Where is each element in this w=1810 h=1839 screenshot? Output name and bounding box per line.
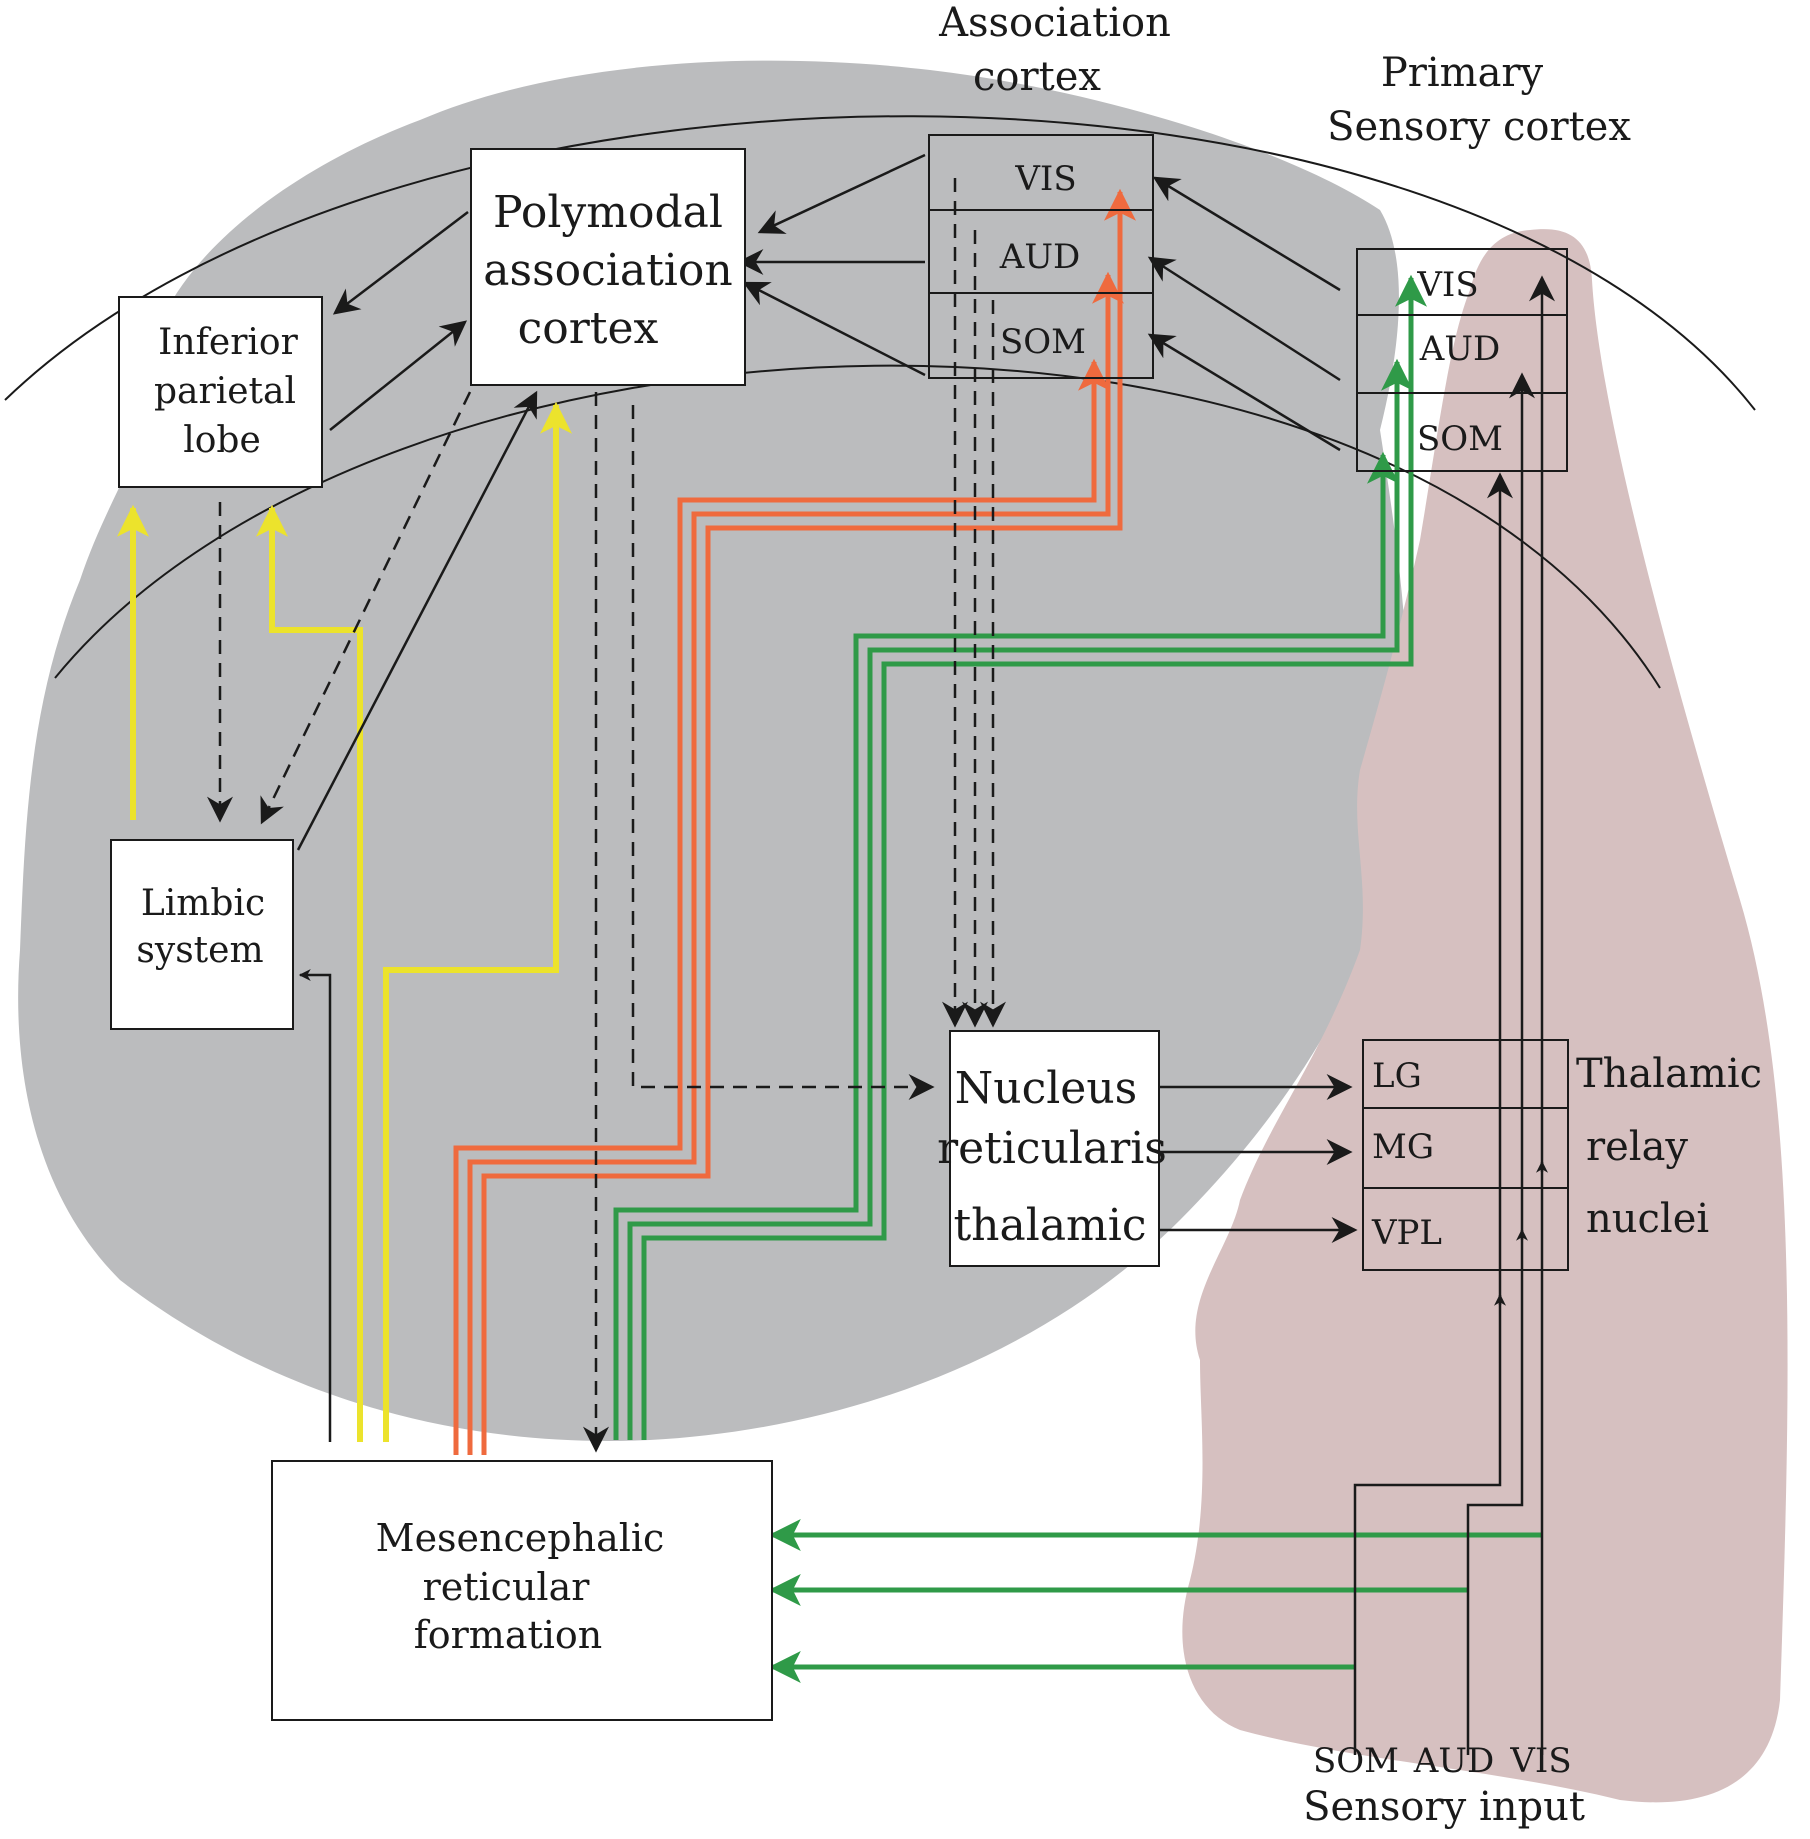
orange-pathways [453, 188, 1136, 1455]
yellow-pathways [117, 401, 572, 1442]
green-path-to-aud [627, 358, 1413, 1440]
inner-cortex-arc [54, 364, 1661, 689]
green-pathways [613, 274, 1542, 1683]
inferior-parietal-line-3: lobe [183, 420, 261, 461]
relay-cell-lg: LG [1372, 1056, 1422, 1096]
relay-label-1: Thalamic [1576, 1051, 1762, 1097]
inferior-parietal-box: Inferior parietal lobe [118, 296, 323, 488]
polymodal-line-2: association [483, 245, 732, 296]
association-cortex-title-2: cortex [973, 54, 1101, 100]
primary-vis-to-assoc-vis [1152, 176, 1341, 292]
assoc-som-to-polymodal [742, 281, 926, 377]
green-path-to-vis [641, 274, 1427, 1440]
primary-cell-vis: VIS [1416, 265, 1478, 305]
relay-label-2: relay [1586, 1124, 1688, 1170]
thalamus-region [1182, 229, 1788, 1803]
assoc-cell-som: SOM [1000, 322, 1086, 362]
nucleus-line-3: thalamic [954, 1200, 1147, 1251]
inferior-parietal-line-1: Inferior [158, 322, 298, 363]
dashed-arrows [207, 178, 1006, 1453]
black-arrows [296, 153, 1555, 1755]
primary-cell-aud: AUD [1419, 329, 1500, 369]
inferior-parietal-line-2: parietal [154, 371, 296, 412]
mesencephalic-line-1: Mesencephalic [376, 1516, 665, 1560]
limbic-line-2: system [136, 930, 263, 971]
orange-path-to-aud [467, 271, 1124, 1455]
mesencephalic-line-2: reticular [423, 1565, 591, 1609]
polymodal-to-inferior-parietal [332, 211, 469, 315]
primary-sensory-stack: VIS AUD SOM [1356, 248, 1568, 472]
green-path-to-som [613, 451, 1399, 1440]
association-cortex-stack: VIS AUD SOM [928, 134, 1154, 379]
primary-cell-som: SOM [1417, 419, 1503, 459]
yellow-path-to-inferior-parietal-2 [256, 504, 363, 1442]
inferior-parietal-to-polymodal [329, 320, 468, 431]
primary-sensory-title-2: Sensory cortex [1327, 104, 1631, 150]
nucleus-reticularis-box: Nucleus reticularis thalamic [937, 1030, 1167, 1267]
polymodal-box: Polymodal association cortex [470, 148, 746, 386]
primary-sensory-title-1: Primary [1381, 50, 1544, 96]
assoc-cell-aud: AUD [999, 237, 1080, 277]
input-label-aud: AUD [1413, 1741, 1494, 1781]
association-cortex-title-1: Association [938, 0, 1171, 46]
sensory-input-caption: Sensory input [1303, 1784, 1585, 1830]
mesencephalic-to-limbic [298, 969, 332, 1442]
polymodal-to-nucleus-dashed [631, 405, 935, 1100]
polymodal-line-1: Polymodal [493, 187, 723, 238]
primary-som-to-assoc-som [1147, 333, 1341, 452]
polymodal-to-limbic-dashed [260, 391, 472, 825]
input-aud-to-primary-aud [1466, 372, 1535, 1755]
relay-label-3: nuclei [1586, 1196, 1709, 1242]
orange-path-to-vis [481, 188, 1136, 1455]
relay-cell-mg: MG [1372, 1127, 1434, 1167]
polymodal-line-3: cortex [518, 303, 659, 354]
outer-cortex-arc [4, 115, 1756, 411]
yellow-path-to-polymodal [383, 401, 572, 1442]
mesencephalic-line-3: formation [414, 1613, 603, 1657]
orange-path-to-som [453, 358, 1110, 1455]
assoc-cell-vis: VIS [1014, 159, 1076, 199]
assoc-vis-to-polymodal [757, 153, 926, 234]
thalamic-relay-stack: LG MG VPL [1362, 1039, 1569, 1271]
limbic-box: Limbic system [110, 839, 294, 1030]
nucleus-line-1: Nucleus [955, 1063, 1138, 1114]
limbic-to-polymodal [296, 390, 538, 851]
input-label-som: SOM [1313, 1741, 1399, 1781]
input-label-vis: VIS [1509, 1741, 1571, 1781]
input-som-to-primary-som [1353, 472, 1513, 1755]
relay-cell-vpl: VPL [1371, 1213, 1442, 1253]
limbic-line-1: Limbic [141, 883, 265, 924]
primary-aud-to-assoc-aud [1147, 256, 1341, 382]
nucleus-line-2: reticularis [937, 1123, 1167, 1174]
mesencephalic-box: Mesencephalic reticular formation [271, 1460, 773, 1721]
